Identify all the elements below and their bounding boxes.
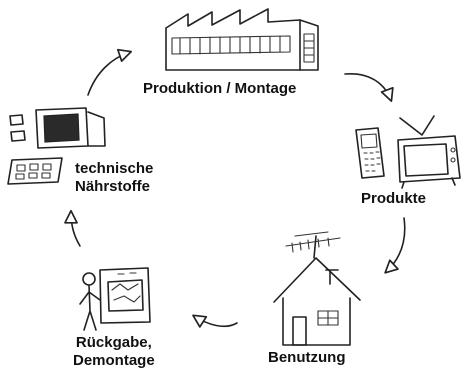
- tv-and-phone-icon: [355, 115, 461, 189]
- label-usage: Benutzung: [268, 349, 346, 366]
- label-products: Produkte: [361, 190, 427, 207]
- label-return-disassembly: Rückgabe, Demontage: [73, 334, 155, 369]
- label-technical-nutrients: technische Nährstoffe: [75, 160, 154, 195]
- label-production: Produktion / Montage: [143, 80, 297, 97]
- arrow-usage-to-return: [192, 314, 238, 328]
- arrow-products-to-usage: [384, 217, 406, 274]
- arrow-return-to-nutrients: [64, 209, 81, 247]
- arrow-production-to-products: [344, 73, 394, 102]
- factory-icon: [165, 8, 319, 71]
- components-icon: [7, 107, 106, 185]
- arrow-nutrients-to-production: [87, 48, 132, 96]
- house-icon: [273, 231, 361, 346]
- person-with-bin-icon: [79, 267, 151, 331]
